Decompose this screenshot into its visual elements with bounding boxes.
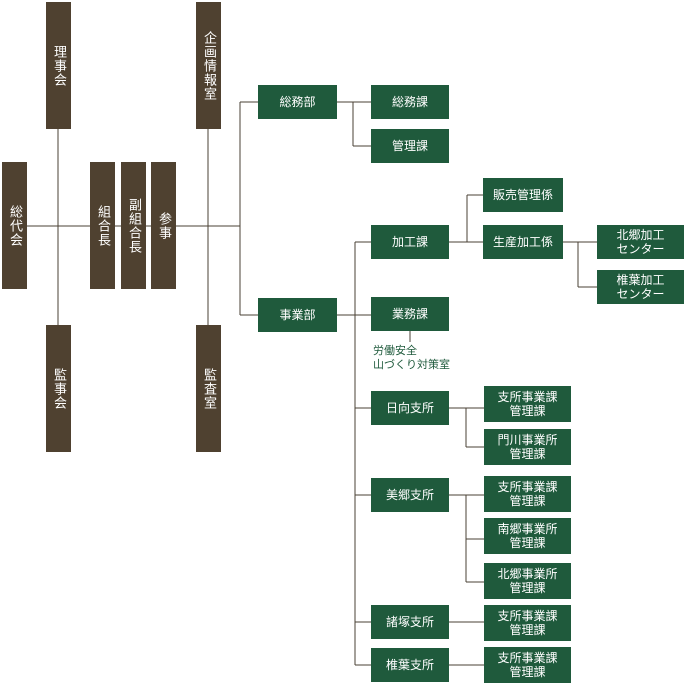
councilor-box: 参事 [151, 162, 176, 289]
office-line1: 支所事業課 [497, 390, 558, 404]
general-affairs-section-box: 総務課 [371, 85, 449, 119]
kitago-office-box: 北郷事業所 管理課 [484, 563, 571, 599]
sales-management-box: 販売管理係 [483, 178, 563, 212]
production-box: 生産加工係 [483, 225, 563, 259]
processing-section-box: 加工課 [371, 225, 449, 259]
center-label-line2: センター [616, 242, 665, 256]
center-label-line2: センター [616, 287, 665, 301]
center-label-line1: 椎葉加工 [616, 273, 665, 287]
operations-section-box: 業務課 [371, 297, 449, 331]
safety-label-line2: 山づくり対策室 [373, 358, 450, 371]
general-affairs-dept-box: 総務部 [258, 85, 337, 119]
board-of-directors-box: 理事会 [46, 2, 71, 129]
office-line1: 支所事業課 [497, 480, 558, 494]
office-line2: 管理課 [509, 665, 546, 679]
morotsuka-branch-box: 諸塚支所 [371, 605, 449, 639]
office-line2: 管理課 [509, 623, 546, 637]
kitago-processing-center-box: 北郷加工 センター [597, 225, 684, 259]
planning-office-box: 企画情報室 [196, 2, 221, 129]
office-line2: 管理課 [509, 494, 546, 508]
office-line1: 南郷事業所 [497, 522, 558, 536]
nango-office-box: 南郷事業所 管理課 [484, 518, 571, 554]
office-line1: 支所事業課 [497, 609, 558, 623]
office-line2: 管理課 [509, 536, 546, 550]
union-head-box: 組合長 [90, 162, 115, 289]
misato-branch-office-box: 支所事業課 管理課 [484, 476, 571, 512]
office-line2: 管理課 [509, 447, 546, 461]
business-dept-box: 事業部 [258, 298, 337, 332]
center-label-line1: 北郷加工 [616, 228, 665, 242]
safety-label-line1: 労働安全 [373, 344, 417, 357]
office-line2: 管理課 [509, 581, 546, 595]
shiiba-branch-office-box: 支所事業課 管理課 [484, 647, 571, 683]
general-assembly-box: 総代会 [2, 162, 27, 289]
hyuga-branch-office-box: 支所事業課 管理課 [484, 386, 571, 422]
vice-head-box: 副組合長 [121, 162, 146, 289]
misato-branch-box: 美郷支所 [371, 478, 449, 512]
morotsuka-branch-office-box: 支所事業課 管理課 [484, 605, 571, 641]
management-section-box: 管理課 [371, 129, 449, 163]
shiiba-branch-box: 椎葉支所 [371, 648, 449, 682]
audit-office-box: 監査室 [196, 325, 221, 452]
office-line1: 北郷事業所 [497, 567, 558, 581]
auditors-box: 監事会 [46, 325, 71, 452]
office-line1: 支所事業課 [497, 651, 558, 665]
office-line1: 門川事業所 [497, 433, 558, 447]
office-line2: 管理課 [509, 404, 546, 418]
shiiba-processing-center-box: 椎葉加工 センター [597, 270, 684, 304]
hyuga-branch-box: 日向支所 [371, 391, 449, 425]
kadokawa-office-box: 門川事業所 管理課 [484, 429, 571, 465]
safety-office-label: 労働安全 山づくり対策室 [373, 344, 450, 372]
